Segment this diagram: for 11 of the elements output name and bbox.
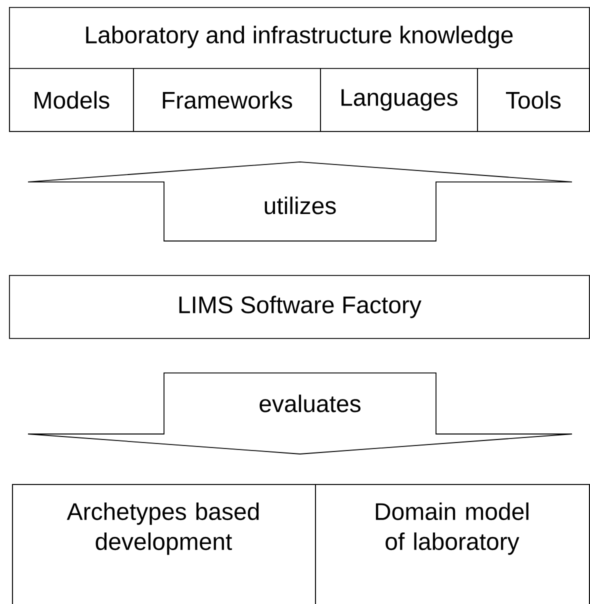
table-cell: Domain model of laboratory <box>315 484 590 604</box>
block-arrow <box>28 161 572 242</box>
process-box: LIMS Software Factory <box>9 275 590 339</box>
edge-label: utilizes <box>262 196 338 216</box>
table-cell: Models <box>9 68 134 132</box>
block-arrow <box>28 372 572 454</box>
table-cell: Archetypes based development <box>12 484 316 604</box>
table-cell: Languages <box>320 68 478 132</box>
table-cell: Frameworks <box>133 68 321 132</box>
table-cell: Tools <box>477 68 590 132</box>
edge-label: evaluates <box>258 394 362 414</box>
